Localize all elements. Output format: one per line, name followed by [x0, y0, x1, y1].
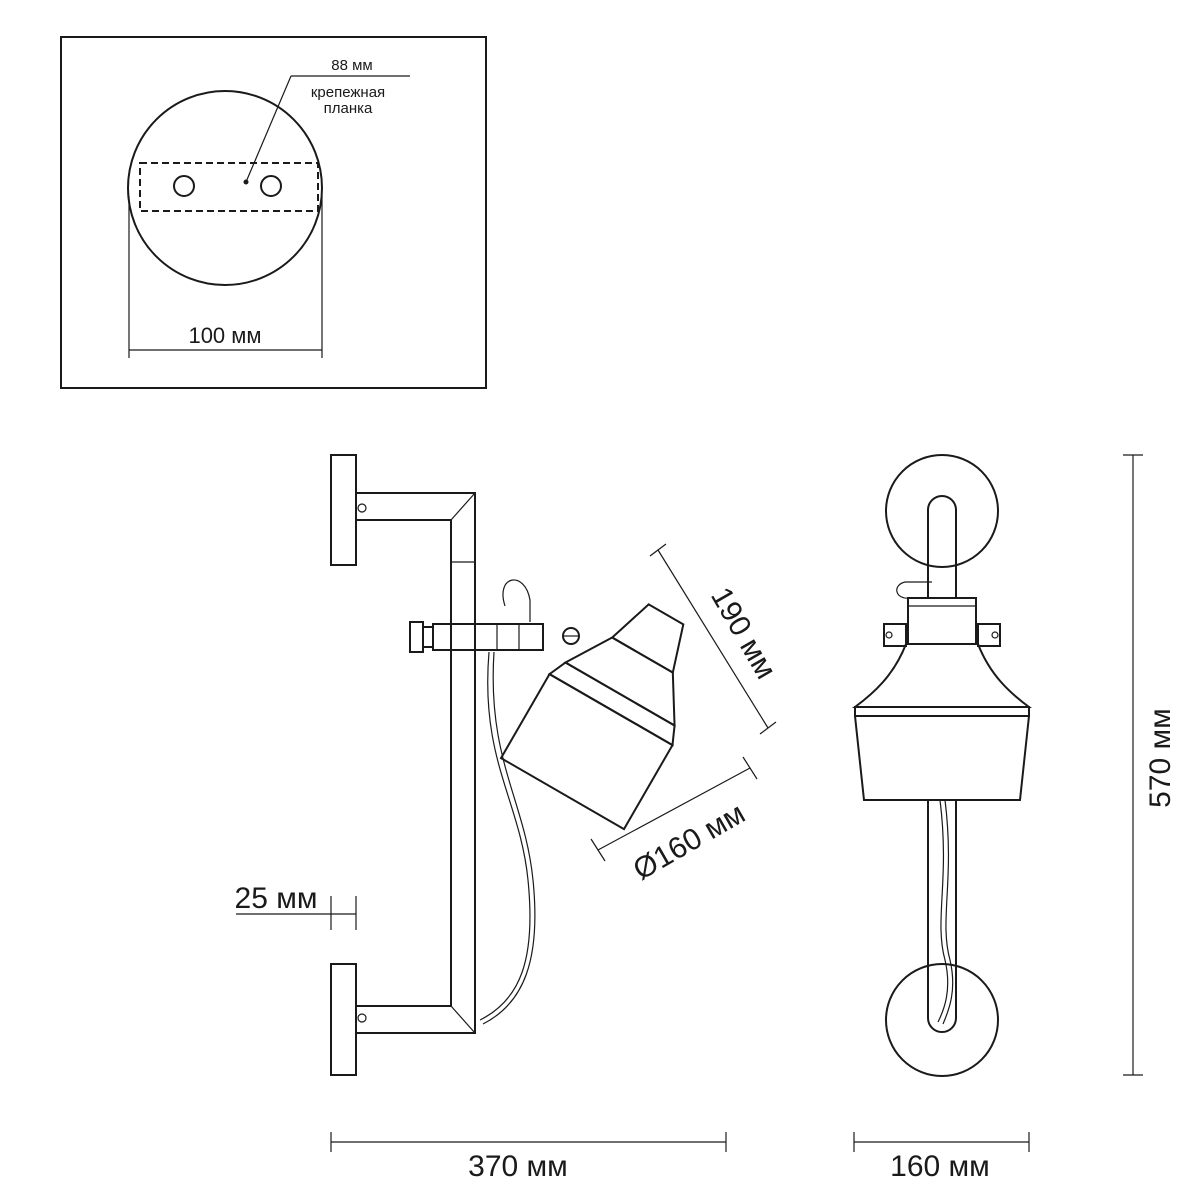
cable-top-loop: [502, 579, 531, 622]
front-rod-top: [927, 495, 957, 598]
dim-shade-diameter-tick-1: [590, 838, 606, 862]
bottom-screw: [357, 1013, 367, 1023]
detail-frame: [60, 36, 487, 389]
side-shade-group: [499, 603, 685, 831]
front-clamp-right: [977, 623, 1001, 647]
wall-plate-circle: [127, 90, 323, 286]
side-view: 25 мм 370 мм 190 мм Ø160 мм: [235, 454, 782, 1183]
shade-band: [547, 661, 676, 747]
top-screw: [357, 503, 367, 513]
front-bottom-wall-plate: [885, 963, 999, 1077]
dim-shade-height-tick-2: [759, 721, 777, 735]
dim-shade-height-line: [657, 549, 769, 729]
clamp-knob-neck: [422, 626, 434, 648]
plate-diameter-label: 100 мм: [188, 323, 261, 348]
dim-shade-diameter-line: [597, 767, 751, 851]
cable-side-2: [482, 651, 536, 1025]
front-clamp-screw-left: [885, 631, 893, 639]
shade-diameter-label: Ø160 мм: [628, 797, 751, 887]
front-height-label: 570 мм: [1144, 708, 1177, 808]
screw-hole-right: [260, 175, 282, 197]
front-rod-bottom: [927, 800, 957, 1033]
shade-height-label: 190 мм: [704, 582, 782, 685]
front-shade-neck: [851, 643, 1033, 708]
front-clamp-left: [883, 623, 907, 647]
depth-label: 25 мм: [235, 882, 318, 915]
front-shade-band: [854, 706, 1030, 717]
cable-side: [479, 651, 531, 1021]
side-width-label: 370 мм: [468, 1150, 568, 1183]
front-socket: [907, 597, 977, 645]
clamp-knob[interactable]: [409, 621, 424, 653]
screw-hole-left: [173, 175, 195, 197]
dim-shade-diameter-tick-2: [742, 756, 758, 780]
front-cable: [937, 799, 949, 1023]
top-miter: [450, 492, 476, 521]
front-clamp-screw-right: [991, 631, 999, 639]
leader-line: [245, 75, 292, 183]
front-cable-loop: [896, 581, 932, 599]
bottom-wall-plate: [330, 963, 357, 1076]
front-shade-body: [853, 715, 1031, 801]
frame-outer: [356, 492, 476, 1034]
clamp-bar: [432, 623, 544, 651]
front-view: 570 мм 160 мм: [851, 454, 1177, 1183]
front-top-wall-plate: [885, 454, 999, 568]
bottom-miter: [450, 1005, 476, 1034]
front-cable-2: [942, 799, 954, 1025]
bracket-spacing-label: 88 мм: [331, 57, 372, 74]
dim-shade-height-tick-1: [649, 543, 667, 557]
shade-body: [499, 672, 674, 831]
front-width-label: 160 мм: [890, 1150, 990, 1183]
mounting-bracket-dashed: [139, 162, 319, 212]
plate-label-line2: планка: [324, 100, 373, 117]
mount-detail-view: 88 мм крепежная планка 100 мм: [60, 36, 487, 389]
top-wall-plate: [330, 454, 357, 566]
plate-label-line1: крепежная: [311, 84, 385, 101]
